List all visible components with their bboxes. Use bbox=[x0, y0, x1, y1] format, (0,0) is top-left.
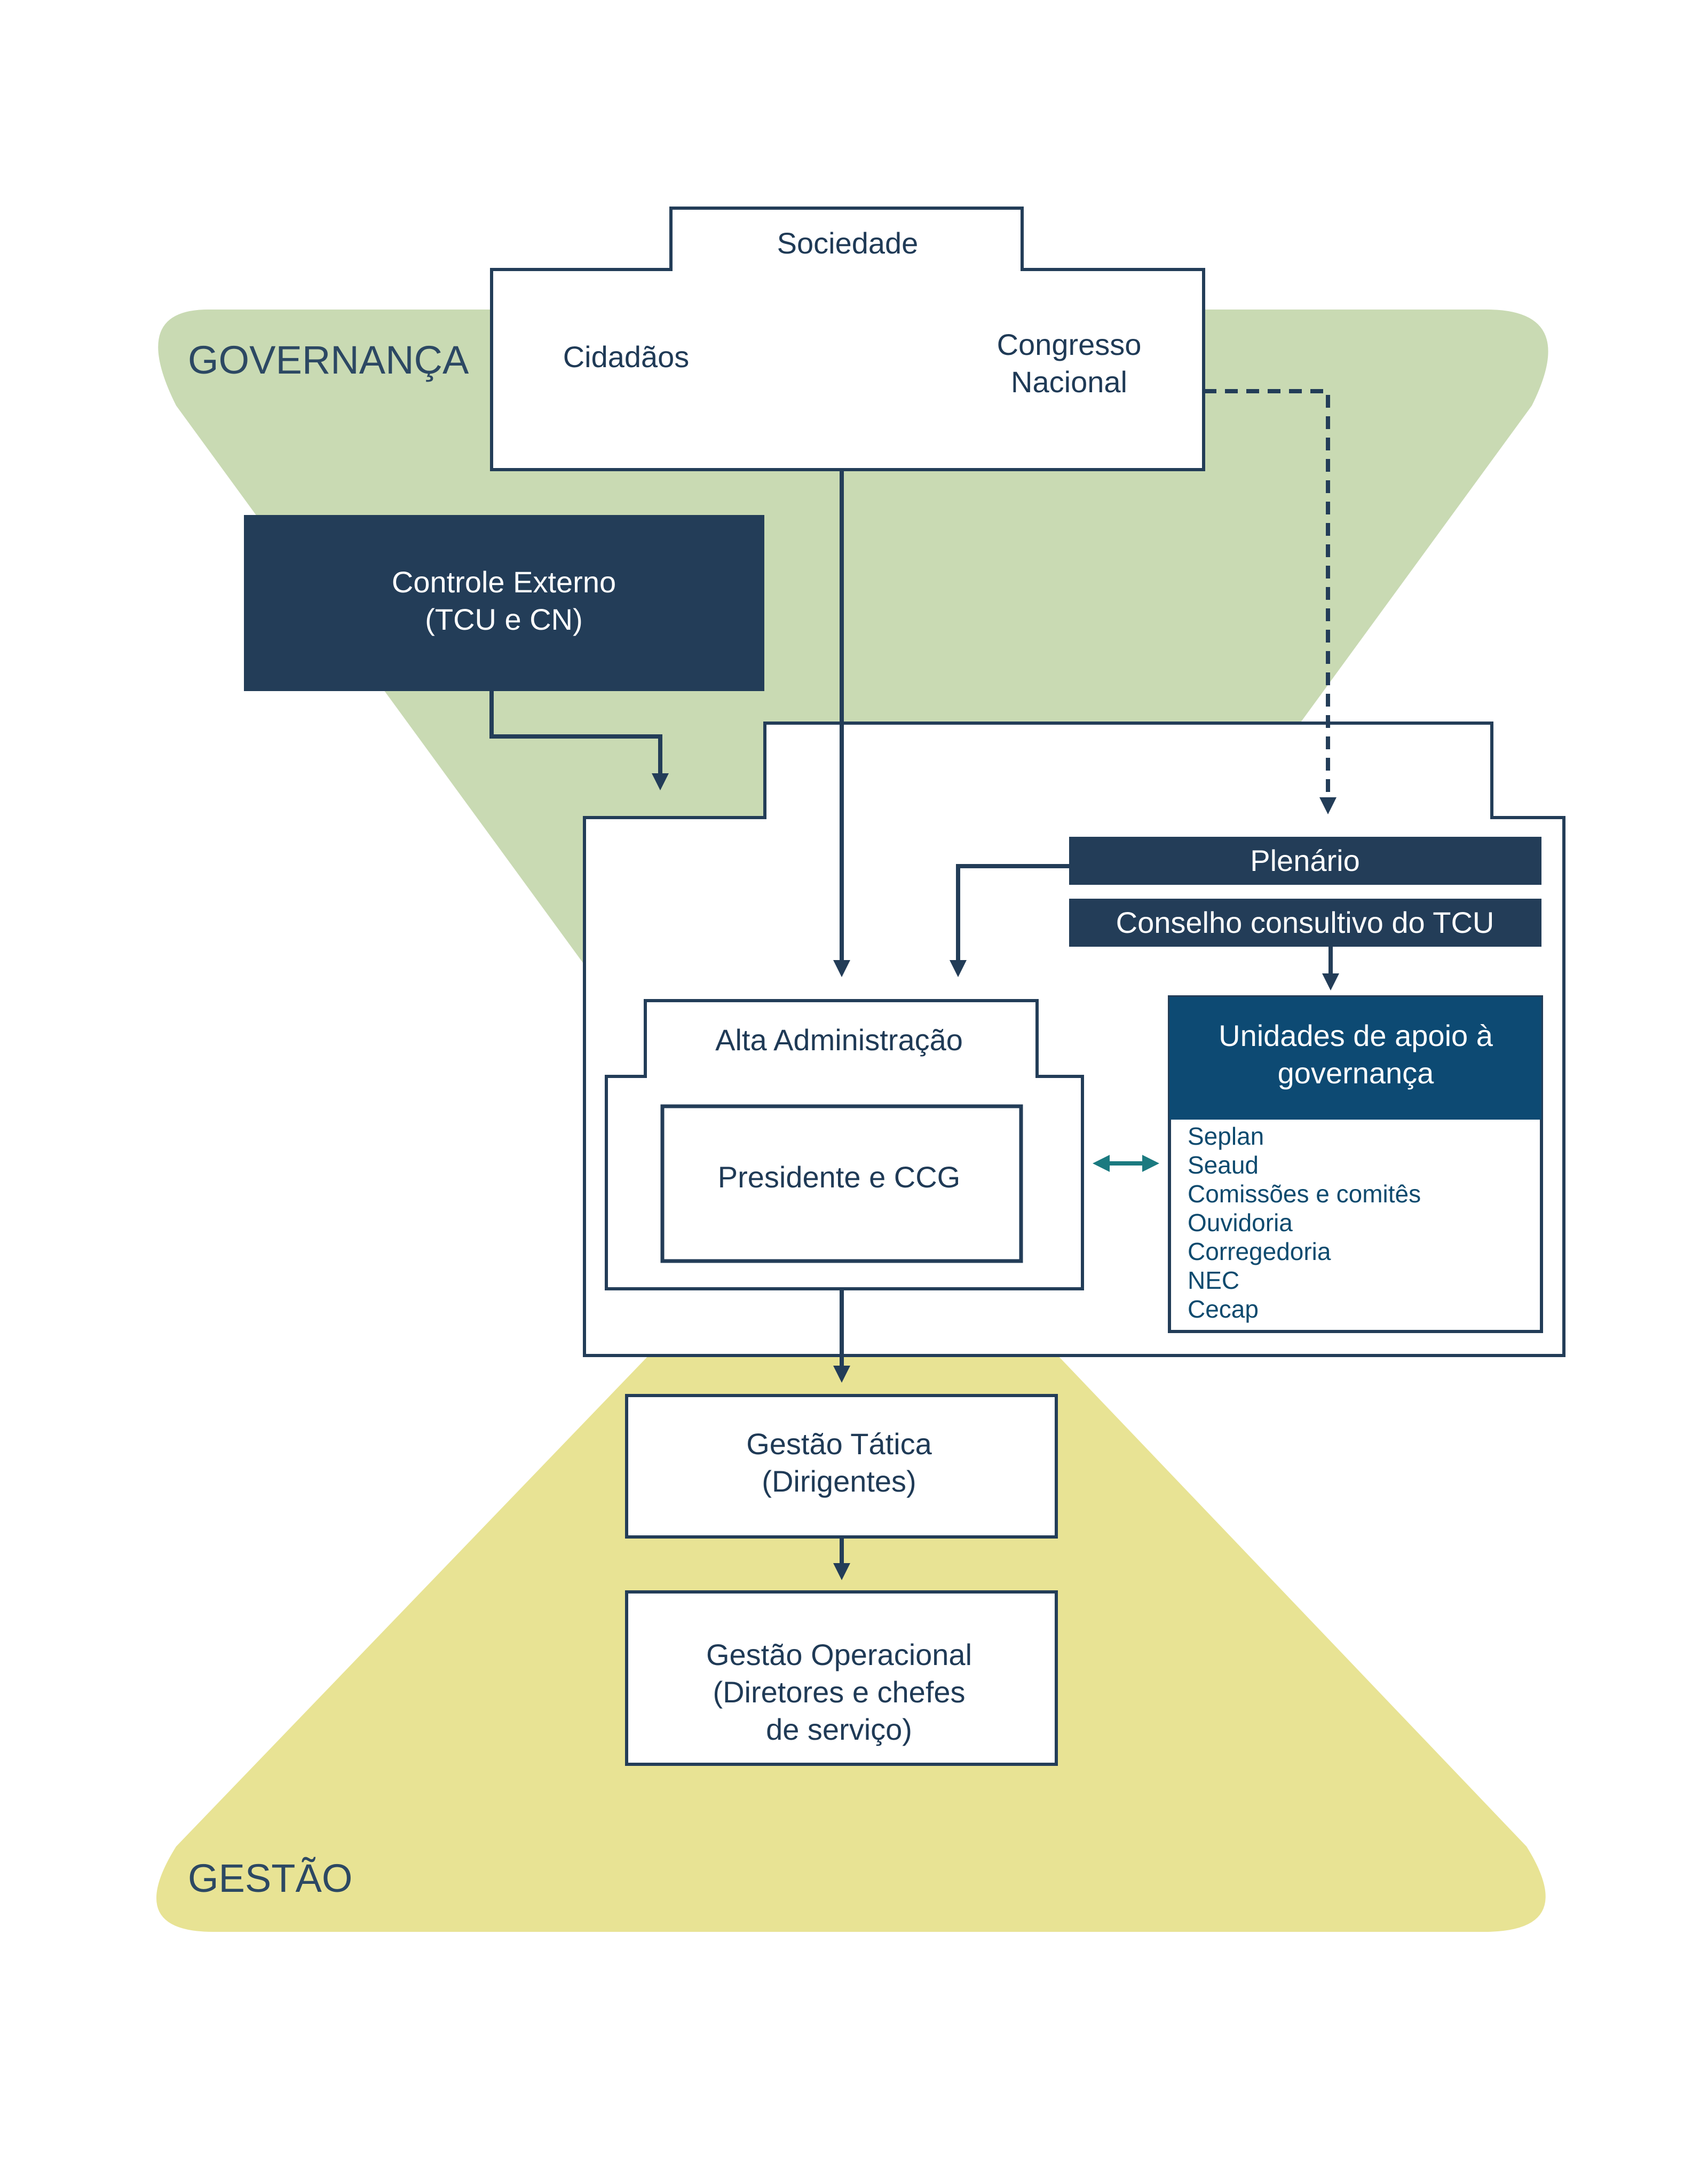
unidades-apoio-item: NEC bbox=[1188, 1266, 1239, 1294]
conselho-label: Conselho consultivo do TCU bbox=[1116, 906, 1494, 939]
unidades-apoio-item: Seplan bbox=[1188, 1122, 1264, 1150]
controle-externo-line1: Controle Externo bbox=[392, 565, 616, 599]
unidades-apoio-item: Cecap bbox=[1188, 1295, 1259, 1323]
presidente-ccg-box bbox=[660, 1104, 1023, 1263]
congresso-label-line2: Nacional bbox=[1011, 365, 1127, 399]
gestao-operacional-line3: de serviço) bbox=[766, 1713, 912, 1746]
gestao-tatica-line1: Gestão Tática bbox=[746, 1427, 932, 1461]
unidades-apoio-title-line1: Unidades de apoio à bbox=[1219, 1019, 1493, 1052]
plenario-box bbox=[1069, 837, 1541, 885]
controle-externo-arrow bbox=[489, 691, 669, 790]
gestao-operacional-box bbox=[625, 1590, 1058, 1766]
cidadaos-label: Cidadãos bbox=[563, 340, 690, 374]
congresso-label-line1: Congresso bbox=[997, 328, 1142, 361]
gestao-operacional-line1: Gestão Operacional bbox=[706, 1638, 972, 1671]
governance-label: GOVERNANÇA bbox=[188, 338, 469, 382]
unidades-apoio-title-line2: governança bbox=[1278, 1056, 1435, 1090]
unidades-apoio-item: Ouvidoria bbox=[1188, 1209, 1293, 1236]
gestao-label: GESTÃO bbox=[188, 1856, 352, 1900]
unidades-apoio-item: Comissões e comitês bbox=[1188, 1180, 1421, 1208]
gestao-operacional-line2: (Diretores e chefes bbox=[713, 1675, 965, 1709]
presidente-ccg-label: Presidente e CCG bbox=[718, 1160, 960, 1194]
plenario-label: Plenário bbox=[1250, 844, 1359, 877]
gestao-tatica-box bbox=[625, 1394, 1058, 1539]
alta-administracao-title: Alta Administração bbox=[715, 1023, 963, 1057]
conselho-box bbox=[1069, 899, 1541, 947]
unidades-apoio-header bbox=[1169, 997, 1541, 1120]
controle-externo-box bbox=[244, 515, 764, 691]
sociedade-box bbox=[490, 207, 1205, 471]
unidades-apoio-item: Corregedoria bbox=[1188, 1238, 1331, 1265]
controle-externo-line2: (TCU e CN) bbox=[425, 603, 583, 636]
unidades-apoio-list: Seplan Seaud Comissões e comitês Ouvidor… bbox=[1188, 1122, 1421, 1323]
unidades-apoio-item: Seaud bbox=[1188, 1151, 1259, 1179]
sociedade-title: Sociedade bbox=[777, 226, 919, 260]
plenario-to-alta-arrow bbox=[950, 864, 1069, 977]
gestao-tatica-line2: (Dirigentes) bbox=[762, 1464, 916, 1498]
